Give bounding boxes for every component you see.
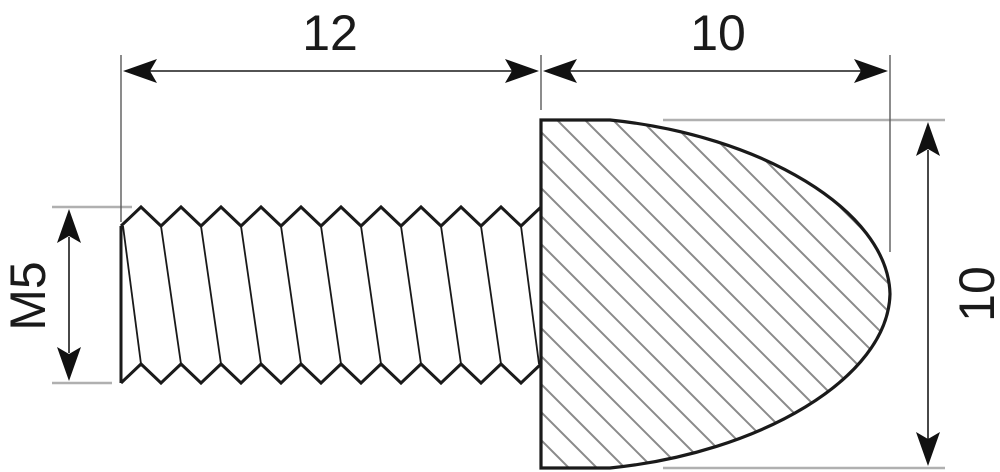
dimension-label-head-diameter: 10 bbox=[949, 266, 1000, 322]
thread-bottom-profile bbox=[119, 361, 543, 386]
arrowhead-icon bbox=[916, 432, 940, 466]
arrowhead-icon bbox=[543, 59, 577, 83]
dimension-label-thread-size: M5 bbox=[0, 261, 56, 330]
thread-helix-lines bbox=[122, 225, 540, 365]
arrowhead-icon bbox=[57, 347, 81, 381]
extension-lines bbox=[52, 118, 945, 470]
dimension-label-thread-length: 12 bbox=[302, 5, 358, 61]
dimension-10-vertical bbox=[916, 122, 940, 466]
dimension-10-horizontal bbox=[543, 59, 888, 83]
arrowhead-icon bbox=[57, 209, 81, 243]
head-outline bbox=[539, 118, 892, 470]
arrowhead-icon bbox=[916, 122, 940, 156]
vertical-extension-lines bbox=[120, 55, 891, 252]
thread-top-profile bbox=[119, 204, 543, 229]
dimension-12 bbox=[123, 59, 539, 83]
dimension-m5 bbox=[57, 209, 81, 381]
arrowhead-icon bbox=[505, 59, 539, 83]
arrowhead-icon bbox=[854, 59, 888, 83]
dimension-label-head-length: 10 bbox=[690, 5, 746, 61]
threaded-shank bbox=[119, 204, 543, 386]
arrowhead-icon bbox=[123, 59, 157, 83]
